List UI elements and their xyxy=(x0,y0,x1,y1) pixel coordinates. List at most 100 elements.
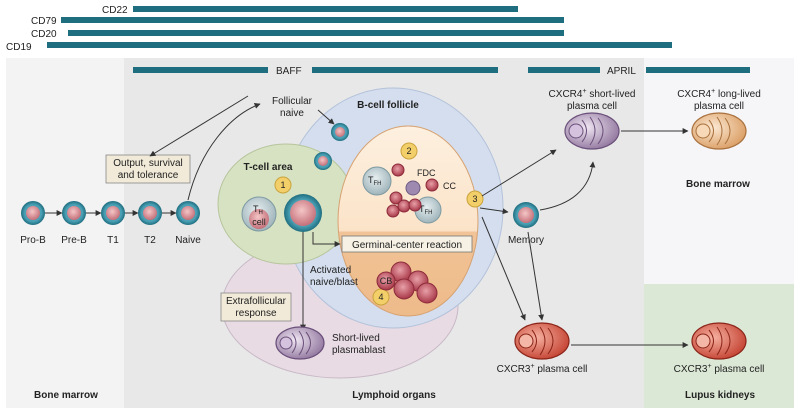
activated-line1: Activated xyxy=(310,265,351,276)
cd19-label: CD19 xyxy=(6,42,32,53)
cxcr4-short-line1: CXCR4+ short-lived xyxy=(549,88,636,100)
th-nucleus xyxy=(249,209,269,229)
cxcr4-short-nucleus xyxy=(568,123,584,139)
april-bar-right xyxy=(646,67,750,73)
bone-marrow-right-label: Bone marrow xyxy=(686,179,750,190)
tfh-label-right: TFH xyxy=(419,204,433,216)
activated-line2: naive/blast xyxy=(310,277,358,288)
cxcr4-long-line2: plasma cell xyxy=(694,101,744,112)
th-label: TH xyxy=(253,204,263,216)
plasmablast-line1: Short-lived xyxy=(332,333,380,344)
cxcr4-short-lived-plasma-cell xyxy=(564,112,620,150)
centroblast-5 xyxy=(376,271,396,291)
cd22-label: CD22 xyxy=(102,5,128,16)
stage-cells: Pro-B Pre-B T1 T2 Naive xyxy=(20,201,201,246)
centroblast-4 xyxy=(393,278,415,300)
plasmablast-er xyxy=(291,330,311,356)
centrocyte-3 xyxy=(386,204,400,218)
cxcr3-kidney-nucleus xyxy=(695,333,711,349)
fdc-label: FDC xyxy=(417,168,436,178)
pre-b-nucleus xyxy=(67,206,81,220)
arrow-memory-to-cxcr4 xyxy=(539,161,596,211)
stage-label-t1: T1 xyxy=(107,235,119,246)
centrocyte-1 xyxy=(389,191,403,205)
bone-marrow-label: Bone marrow xyxy=(34,390,98,401)
step-4-text: 4 xyxy=(378,292,383,302)
follicle-naive-nucleus-2 xyxy=(318,156,328,166)
step-badge-2 xyxy=(400,142,418,160)
t2-nucleus xyxy=(143,206,157,220)
stage-label-naive: Naive xyxy=(175,235,201,246)
arrow-gc-to-cxcr3 xyxy=(481,216,526,321)
arrow-follicular-to-cell xyxy=(317,109,335,125)
step-2-text: 2 xyxy=(406,146,411,156)
cxcr4-long-nucleus xyxy=(695,123,711,139)
centrocyte-6 xyxy=(391,163,405,177)
right-upper-region xyxy=(644,58,794,284)
stage-label-t2: T2 xyxy=(144,235,156,246)
germinal-center-text: Germinal-center reaction xyxy=(352,240,462,251)
centrocyte-5 xyxy=(425,178,439,192)
cd20-bar xyxy=(68,30,564,36)
step-3-text: 3 xyxy=(472,194,477,204)
extrafollicular-box xyxy=(220,292,292,322)
th-cell-word: cell xyxy=(252,217,266,227)
april-bar-left xyxy=(528,67,600,73)
cxcr3-er xyxy=(531,326,554,356)
naive-nucleus xyxy=(181,206,195,220)
cb-label: CB xyxy=(380,276,393,286)
tfh-cell-left xyxy=(362,166,392,196)
plasmablast-line2: plasmablast xyxy=(332,345,386,356)
arrow-gc-to-memory xyxy=(479,207,509,215)
memory-label: Memory xyxy=(508,235,544,246)
baff-label: BAFF xyxy=(276,66,302,77)
arrow-gc-to-cxcr4 xyxy=(481,149,557,197)
cxcr3-nucleus xyxy=(518,333,534,349)
cd79-bar xyxy=(61,17,564,23)
tfh-label-left: TFH xyxy=(368,175,382,187)
follicular-naive-line1: Follicular xyxy=(272,96,313,107)
cxcr4-long-er xyxy=(708,116,731,146)
step-badge-3 xyxy=(466,190,484,208)
cd22-bar xyxy=(133,6,518,12)
cd79-label: CD79 xyxy=(31,16,57,27)
arrow-memory-to-cxcr3 xyxy=(527,231,545,321)
germinal-center-box xyxy=(341,235,473,253)
output-box-line1: Output, survival xyxy=(113,158,182,169)
output-survival-box xyxy=(105,154,191,184)
plasmablast-nucleus xyxy=(279,336,293,350)
output-box-line2: and tolerance xyxy=(118,170,179,181)
cb-cluster: CB xyxy=(376,261,438,304)
plasmablast-cell xyxy=(275,326,325,360)
centroblast-3 xyxy=(416,282,438,304)
centrocyte-4 xyxy=(408,198,422,212)
memory-nucleus xyxy=(518,207,534,223)
cxcr3-plasma-cell xyxy=(514,322,570,360)
centrocyte-2 xyxy=(397,199,411,213)
cd-markers: CD22 CD79 CD20 CD19 xyxy=(6,5,672,53)
arrow-naive-follicular xyxy=(187,103,261,201)
stage-label-pro-b: Pro-B xyxy=(20,235,46,246)
gc-cluster: TFH TFH FDC CC xyxy=(362,163,456,224)
cxcr3-kidney-plasma-cell xyxy=(691,322,747,360)
t-cell-area-label: T-cell area xyxy=(244,162,293,173)
pro-b-nucleus xyxy=(26,206,40,220)
cxcr4-short-er xyxy=(581,116,604,146)
baff-bar-left xyxy=(133,67,268,73)
baff-bar-right xyxy=(312,67,498,73)
lymphoid-organs-label: Lymphoid organs xyxy=(352,390,436,401)
fdc-cell xyxy=(405,180,421,196)
cd19-bar xyxy=(47,42,672,48)
factor-bars: BAFF APRIL xyxy=(133,66,750,77)
bone-marrow-region xyxy=(6,58,124,408)
cxcr3-label: CXCR3+ plasma cell xyxy=(497,363,588,375)
cxcr3-kidney-er xyxy=(708,326,731,356)
extrafollicular-line1: Extrafollicular xyxy=(226,296,287,307)
cxcr4-long-lived-plasma-cell xyxy=(691,112,747,150)
b-cell-follicle-label: B-cell follicle xyxy=(357,100,419,111)
step-1-text: 1 xyxy=(280,180,285,190)
april-label: APRIL xyxy=(607,66,636,77)
step-badge-1 xyxy=(274,176,292,194)
activated-b-nucleus xyxy=(290,200,316,226)
